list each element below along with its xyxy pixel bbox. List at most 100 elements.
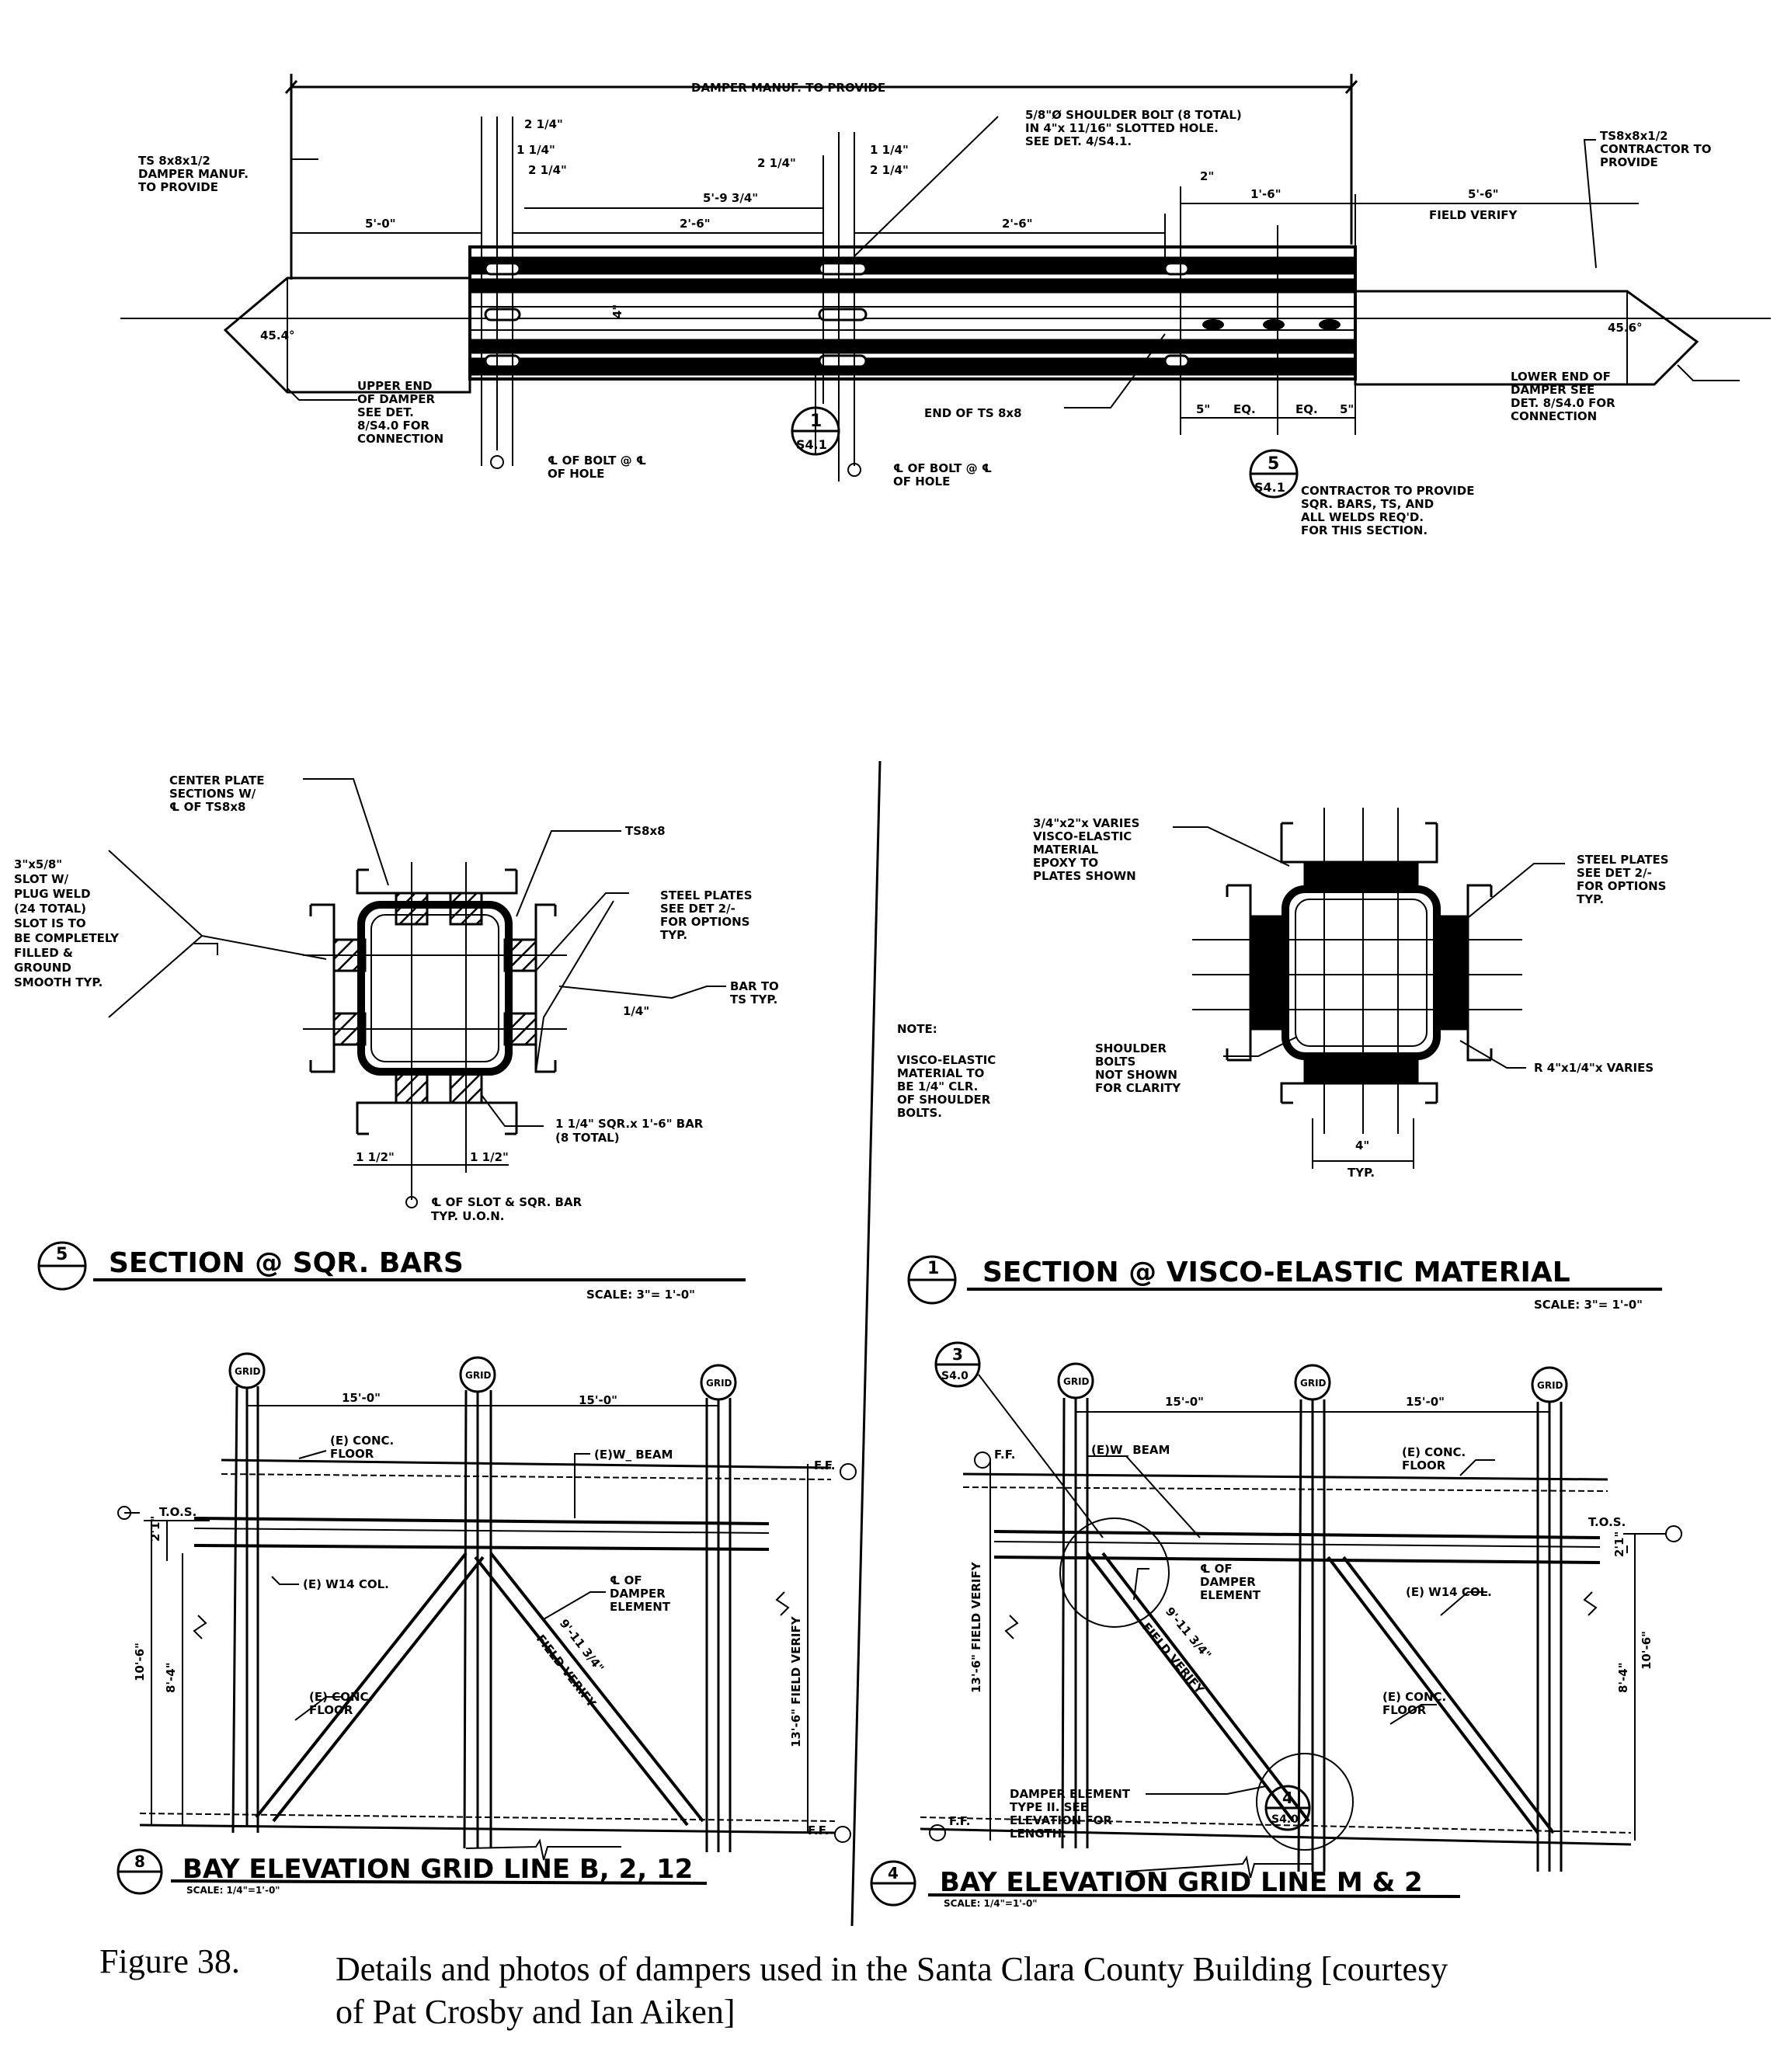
section-scale: SCALE: 3"= 1'-0" — [1534, 1298, 1643, 1312]
label-note: MATERIAL TO — [897, 1066, 984, 1080]
label-slot-note: FILLED & — [14, 946, 73, 960]
sheet-divider — [850, 760, 882, 1927]
label-cl-damper: ELEMENT — [610, 1600, 671, 1614]
section-bubble-number: 4 — [888, 1864, 899, 1883]
label-steel-plates: SEE DET 2/- — [1577, 866, 1652, 880]
label-note-head: NOTE: — [897, 1022, 937, 1036]
label-upper-end: UPPER END — [357, 379, 432, 393]
label-sqr-bar: (8 TOTAL) — [555, 1131, 620, 1145]
section-sqr-labels: CENTER PLATE SECTIONS W/ ℄ OF TS8x8 TS8x… — [14, 774, 779, 1302]
label-beam: (E)W_ BEAM — [1091, 1443, 1170, 1457]
label-bolt-note: SEE DET. 4/S4.1. — [1025, 134, 1132, 148]
damper-detail — [120, 74, 1771, 499]
dim-label: 10'-6" — [1640, 1631, 1654, 1670]
dim-label: 15'-0" — [342, 1391, 381, 1405]
detail-bubble-number: 1 — [810, 412, 822, 431]
label-upper-end: CONNECTION — [357, 432, 443, 446]
grid-bubble-label: GRID — [1300, 1378, 1327, 1389]
grid-bubble-label: GRID — [1537, 1380, 1563, 1391]
label-slot-note: BE COMPLETELY — [14, 931, 120, 945]
dim-label: FIELD VERIFY — [1429, 208, 1518, 222]
label-center-plate: ℄ OF TS8x8 — [169, 800, 245, 814]
label-cl-bolt: OF HOLE — [548, 467, 604, 481]
dim-label: EQ. — [1295, 402, 1318, 416]
label-bar-to-ts: TS TYP. — [730, 993, 777, 1006]
section-scale: SCALE: 3"= 1'-0" — [586, 1288, 695, 1302]
detail-bubble-number: 3 — [952, 1345, 963, 1364]
dim-label: 8'-4" — [1616, 1662, 1630, 1693]
label-floor: FLOOR — [1382, 1703, 1427, 1717]
label-manuf-provide: DAMPER MANUF. TO PROVIDE — [691, 81, 885, 95]
label-note: BE 1/4" CLR. — [897, 1079, 978, 1093]
dim-label: 2 1/4" — [528, 163, 567, 177]
label-ts-contractor: PROVIDE — [1600, 155, 1658, 169]
detail-bubble-number: 4 — [1282, 1789, 1293, 1807]
label-upper-end: OF DAMPER — [357, 392, 435, 406]
label-bolt-note: IN 4"x 11/16" SLOTTED HOLE. — [1025, 121, 1219, 135]
label-visco-note: VISCO-ELASTIC — [1033, 829, 1132, 843]
label-lower-end: LOWER END OF — [1511, 370, 1611, 384]
section-bubble-number: 5 — [56, 1245, 68, 1264]
label-slot-note: SLOT W/ — [14, 872, 69, 886]
label-weld: 1/4" — [623, 1004, 649, 1018]
label-ff: F.F. — [994, 1448, 1015, 1462]
label-contractor-note: ALL WELDS REQ'D. — [1301, 510, 1424, 524]
label-ff: F.F. — [949, 1814, 970, 1828]
section-title: BAY ELEVATION GRID LINE M & 2 — [940, 1867, 1423, 1898]
section-title: BAY ELEVATION GRID LINE B, 2, 12 — [183, 1854, 693, 1885]
grid-bubble-label: GRID — [1063, 1376, 1090, 1387]
label-lower-end: DAMPER SEE — [1511, 383, 1594, 397]
label-floor: (E) CONC. — [309, 1690, 373, 1704]
label-damper-element: DAMPER ELEMENT — [1010, 1787, 1131, 1801]
label-steel-plates: FOR OPTIONS — [660, 915, 749, 929]
label-lower-end: DET. 8/S4.0 FOR — [1511, 396, 1615, 410]
label-center-plate: CENTER PLATE — [169, 774, 265, 787]
section-title: SECTION @ VISCO-ELASTIC MATERIAL — [982, 1257, 1570, 1288]
label-cl-bolt: OF HOLE — [893, 475, 950, 488]
dim-label: 2" — [1200, 169, 1214, 183]
dim-label: 13'-6" FIELD VERIFY — [969, 1561, 983, 1693]
label-cl-damper: ℄ OF — [610, 1573, 642, 1587]
dim-label: 1 1/2" — [356, 1150, 395, 1164]
damper-detail-labels: DAMPER MANUF. TO PROVIDE TS 8x8x1/2 DAMP… — [138, 81, 1711, 537]
label-upper-end: SEE DET. — [357, 405, 414, 419]
label-floor: (E) CONC. — [1382, 1690, 1446, 1704]
dim-label: 2 1/4" — [757, 156, 796, 170]
detail-bubble-ref: S4.1 — [796, 437, 827, 452]
label-center-plate: SECTIONS W/ — [169, 787, 256, 801]
dim-label: 1 1/4" — [870, 143, 909, 157]
label-visco-note: EPOXY TO — [1033, 856, 1098, 870]
bay-elevation-left — [116, 1352, 857, 1895]
label-bolt-note: 5/8"Ø SHOULDER BOLT (8 TOTAL) — [1025, 108, 1242, 122]
label-lower-end: CONNECTION — [1511, 409, 1597, 423]
label-ff: F.F. — [814, 1458, 835, 1472]
bay-elevation-right — [870, 1341, 1682, 1907]
label-cl-slot: ℄ OF SLOT & SQR. BAR — [431, 1195, 582, 1209]
label-cl-slot: TYP. U.O.N. — [431, 1209, 505, 1223]
grid-bubble-label: GRID — [235, 1366, 261, 1377]
label-slot-note: (24 TOTAL) — [14, 902, 86, 916]
dim-label: 5'-6" — [1468, 187, 1499, 201]
dim-label: 2'1" — [1612, 1531, 1626, 1557]
detail-bubble-ref: S4.0 — [1271, 1813, 1299, 1826]
section-bubble-number: 8 — [134, 1852, 145, 1871]
label-floor: (E) CONC. — [330, 1434, 394, 1448]
label-cl-damper: ℄ OF — [1200, 1562, 1233, 1576]
grid-bubble-label: GRID — [706, 1378, 732, 1389]
label-note: OF SHOULDER — [897, 1093, 991, 1107]
section-visco-labels: 3/4"x2"x VARIES VISCO-ELASTIC MATERIAL E… — [897, 816, 1669, 1312]
label-tos: T.O.S. — [159, 1505, 196, 1519]
figure-caption-line-2: of Pat Crosby and Ian Aiken] — [336, 1993, 736, 2031]
dim-label: 45.4° — [260, 329, 295, 342]
dim-label: 4" — [610, 304, 624, 318]
label-col: (E) W14 COL. — [303, 1577, 389, 1591]
label-visco-note: 3/4"x2"x VARIES — [1033, 816, 1139, 830]
dim-label: 1 1/2" — [470, 1150, 509, 1164]
dim-label: 1 1/4" — [516, 143, 555, 157]
label-ff: F.F. — [808, 1823, 829, 1837]
label-note: VISCO-ELASTIC — [897, 1053, 996, 1067]
dim-label: 8'-4" — [164, 1662, 178, 1693]
figure-caption-label: Figure 38. — [99, 1942, 240, 1980]
label-contractor-note: FOR THIS SECTION. — [1301, 523, 1428, 537]
